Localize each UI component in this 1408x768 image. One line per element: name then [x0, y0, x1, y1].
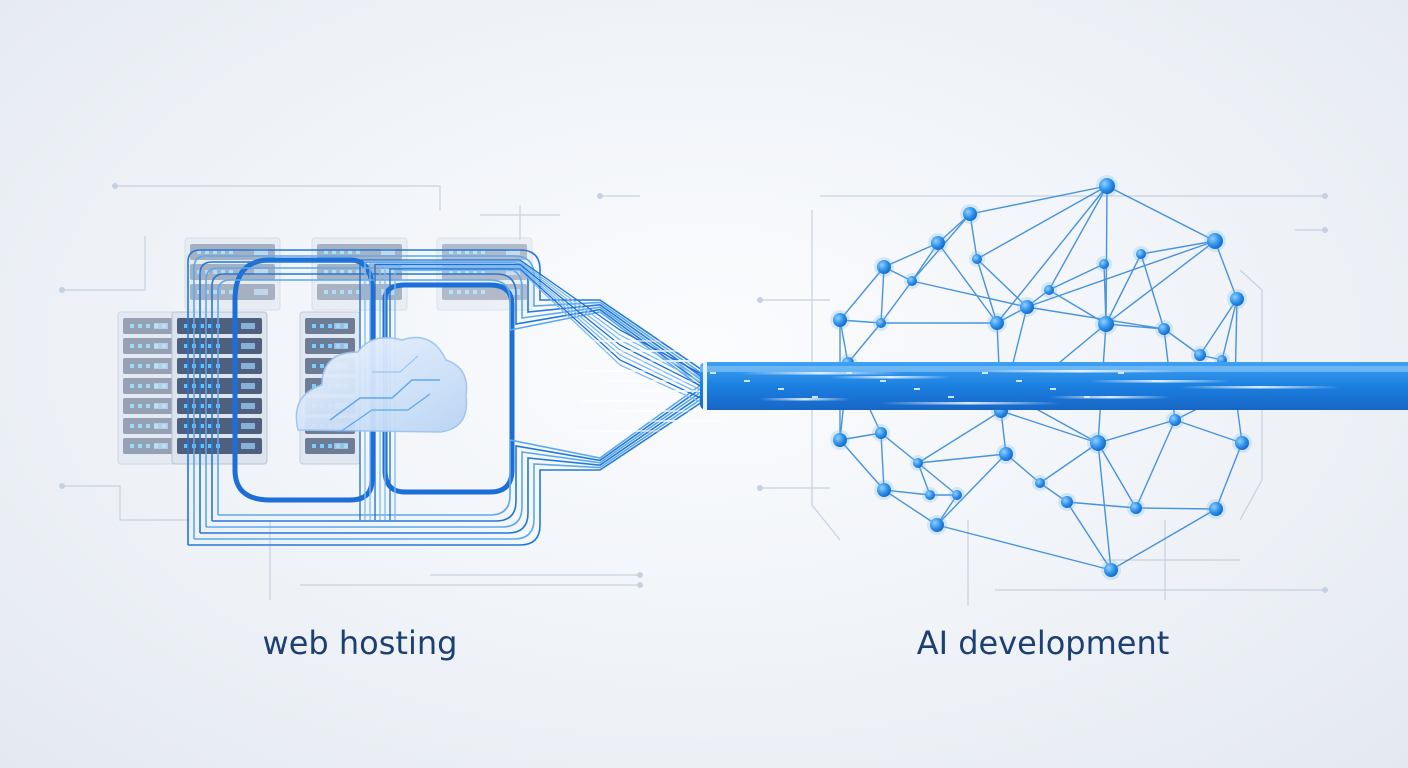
ai-development-label: AI development	[916, 624, 1170, 662]
server-rack-icon	[117, 237, 533, 465]
data-cable-icon	[700, 362, 1408, 410]
cable-bundle	[187, 249, 740, 546]
cloud-icon	[295, 336, 468, 433]
web-hosting-label: web hosting	[262, 624, 458, 662]
circuit-background	[58, 183, 1328, 606]
